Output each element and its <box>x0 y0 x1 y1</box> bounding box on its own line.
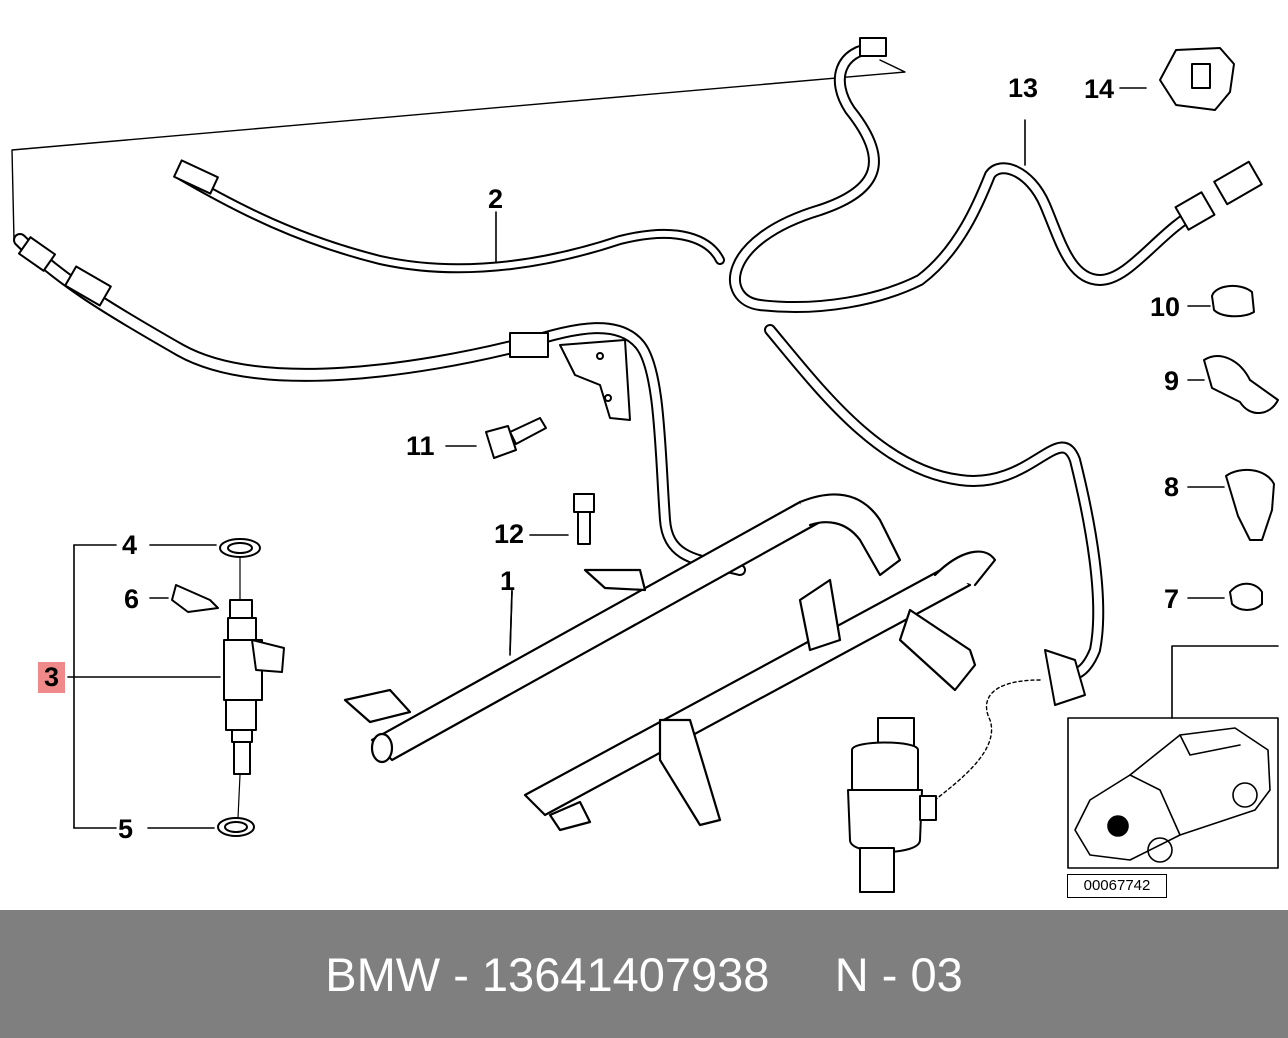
leader-lines <box>495 211 513 651</box>
fuel-hose-2 <box>13 233 746 576</box>
bolt-12 <box>529 493 595 545</box>
callout-12: 12 <box>494 519 525 549</box>
clip-9 <box>1187 355 1279 414</box>
bolt-11 <box>445 417 547 459</box>
callout-7: 7 <box>1164 584 1180 614</box>
bracket <box>559 339 631 421</box>
callout-14: 14 <box>1084 74 1115 104</box>
fuel-hose-upper <box>173 159 725 274</box>
car-locator-inset <box>1067 645 1279 869</box>
footer-bar: BMW - 13641407938 N - 03 <box>0 910 1288 1038</box>
callout-10: 10 <box>1150 292 1181 322</box>
callout-1: 1 <box>500 566 516 596</box>
callout-11: 11 <box>406 431 435 461</box>
callout-13: 13 <box>1008 73 1039 103</box>
callout-4: 4 <box>122 530 138 560</box>
fuel-rail-lower <box>523 550 997 832</box>
callout-2: 2 <box>488 184 504 214</box>
callout-3: 3 <box>38 662 66 693</box>
parts-diagram <box>11 37 1279 893</box>
fuel-hose-13 <box>729 37 1263 313</box>
fuel-rail-1 <box>343 493 902 764</box>
diagram-number: 00067742 <box>1067 874 1167 898</box>
reference-line <box>11 59 906 241</box>
callout-8: 8 <box>1164 472 1180 502</box>
pressure-regulator <box>847 717 937 893</box>
fuel-injector-3 <box>67 538 285 837</box>
clip-7 <box>1187 582 1263 611</box>
callout-9: 9 <box>1164 366 1180 396</box>
callout-5: 5 <box>118 814 134 844</box>
vacuum-hose <box>764 324 1105 801</box>
clip-8 <box>1187 468 1275 541</box>
footer-text: BMW - 13641407938 N - 03 <box>325 947 963 1001</box>
callout-6: 6 <box>124 584 140 614</box>
clip-10 <box>1187 284 1255 318</box>
clip-14 <box>1119 47 1235 111</box>
